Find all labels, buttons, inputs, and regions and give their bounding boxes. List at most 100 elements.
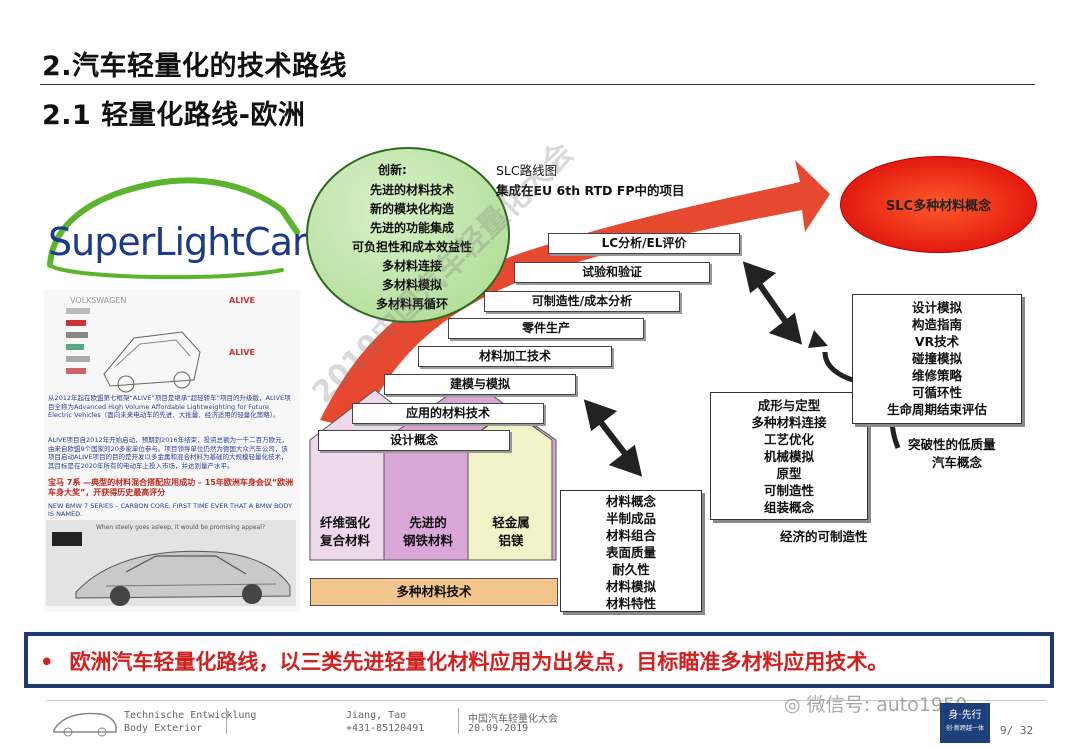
roadmap-arrow bbox=[320, 160, 830, 430]
box-item: 半制成品 bbox=[605, 511, 656, 526]
material-light-metal: 轻金属 铝镁 bbox=[478, 514, 544, 550]
footer-org-1: Technische Entwicklung bbox=[124, 710, 257, 721]
footer-separator bbox=[226, 708, 227, 734]
alive-timeline: ALIVE项目自2012年开始启动，预期到2016年结束，投资总额为一千二百万欧… bbox=[48, 436, 289, 470]
material-line: 复合材料 bbox=[319, 533, 370, 548]
box-item: 组装概念 bbox=[763, 500, 814, 515]
material-line: 铝镁 bbox=[498, 533, 524, 548]
footer-phone: +431-85120491 bbox=[346, 723, 425, 734]
car-logo-icon bbox=[53, 712, 117, 737]
alive-project-document: VOLKSWAGEN ALIVE ALIVE 从2012年起在欧盟第七框架“AL… bbox=[44, 290, 300, 612]
innovation-item: 可负担性和成本效益性 bbox=[351, 240, 472, 254]
box-item: 机械模拟 bbox=[763, 449, 814, 464]
summary-banner: • 欧洲汽车轻量化路线，以三类先进轻量化材料应用为出发点，目标瞄准多材料应用技术。 bbox=[24, 632, 1054, 688]
footer-author: Jiang, Tao bbox=[346, 710, 407, 721]
car-cutaway-icon bbox=[52, 532, 291, 606]
step-cost-analysis: 可制造性/成本分析 bbox=[484, 291, 680, 312]
car-body-icon bbox=[66, 308, 201, 393]
innovation-list: 先进的材料技术 新的模块化构造 先进的功能集成 可负担性和成本效益性 多材料连接… bbox=[332, 181, 492, 314]
bmw-subheading: NEW BMW 7 SERIES – CARBON CORE. FIRST TI… bbox=[48, 502, 293, 518]
footer-separator bbox=[458, 708, 459, 734]
summary-text-wrap: • 欧洲汽车轻量化路线，以三类先进轻量化材料应用为出发点，目标瞄准多材料应用技术。 bbox=[40, 646, 888, 676]
box-item: 生命周期结束评估 bbox=[886, 402, 987, 417]
box-item: VR技术 bbox=[914, 334, 960, 349]
box-item: 材料概念 bbox=[605, 494, 656, 509]
innovation-item: 多材料连接 bbox=[381, 259, 442, 273]
box-item: 构造指南 bbox=[911, 317, 962, 332]
material-line: 纤维强化 bbox=[319, 515, 370, 530]
wechat-watermark: ◎ 微信号: auto1950 bbox=[784, 690, 967, 717]
car-outline-icon bbox=[47, 177, 300, 280]
innovation-item: 多材料模拟 bbox=[381, 278, 442, 292]
label-breakthrough: 突破性的低质量 bbox=[908, 437, 996, 452]
label-economic-manufacturability: 经济的可制造性 bbox=[780, 529, 868, 544]
multi-material-bar: 多种材料技术 bbox=[310, 578, 558, 606]
bmw-heading: 宝马 7系 —典型的材料混合搭配应用成功 – 15年欧洲车身会议“欧洲车身大奖”… bbox=[48, 478, 294, 497]
box-item: 材料特性 bbox=[605, 596, 656, 611]
slc-roadmap-title: SLC路线图 bbox=[496, 163, 558, 178]
innovation-item: 先进的材料技术 bbox=[369, 183, 454, 197]
logo-wordmark: SuperLightCar bbox=[48, 220, 308, 264]
box-item: 设计模拟 bbox=[911, 300, 962, 315]
step-lc-analysis: LC分析/EL评价 bbox=[548, 233, 740, 254]
box-item: 原型 bbox=[776, 466, 802, 481]
alive-logo: ALIVE bbox=[229, 296, 255, 305]
title-divider bbox=[40, 84, 1035, 85]
step-design-concept: 设计概念 bbox=[318, 430, 510, 451]
step-testing: 试验和验证 bbox=[514, 262, 710, 283]
footer-org-2: Body Exterior bbox=[124, 723, 203, 734]
material-steel: 先进的 钢铁材料 bbox=[396, 514, 460, 550]
double-arrows bbox=[583, 261, 803, 477]
superlightcar-logo: SuperLightCar bbox=[42, 170, 308, 288]
bullet-icon: • bbox=[40, 650, 54, 674]
slide-title: 2.汽车轻量化的技术路线 bbox=[42, 51, 348, 82]
box-forming: 成形与定型 多种材料连接 工艺优化 机械模拟 原型 可制造性 组装概念 bbox=[710, 392, 868, 520]
footer-divider bbox=[46, 700, 1046, 701]
summary-text: 欧洲汽车轻量化路线，以三类先进轻量化材料应用为出发点，目标瞄准多材料应用技术。 bbox=[69, 650, 889, 674]
slc-goal-ellipse: SLC多种材料概念 bbox=[840, 156, 1037, 253]
step-part-production: 零件生产 bbox=[448, 318, 644, 339]
footer-event: 中国汽车轻量化大会 bbox=[468, 714, 558, 725]
step-modeling: 建模与模拟 bbox=[384, 374, 576, 395]
box-design: 设计模拟 构造指南 VR技术 碰撞模拟 维修策略 可循环性 生命周期结束评估 bbox=[852, 294, 1022, 424]
step-processing: 材料加工技术 bbox=[418, 346, 612, 367]
badge-line: 创·新跨越一体 bbox=[946, 725, 984, 732]
badge-line: 身·先行 bbox=[948, 710, 982, 721]
slc-goal-label: SLC多种材料概念 bbox=[885, 199, 992, 214]
page-number: 9/ 32 bbox=[1000, 724, 1034, 737]
box-item: 多种材料连接 bbox=[751, 415, 827, 430]
box-materials: 材料概念 半制成品 材料组合 表面质量 耐久性 材料模拟 材料特性 bbox=[560, 490, 702, 612]
box-item: 成形与定型 bbox=[757, 398, 821, 413]
innovation-title: 创新: bbox=[378, 163, 407, 177]
material-line: 钢铁材料 bbox=[402, 533, 453, 548]
step-applied-material: 应用的材料技术 bbox=[352, 403, 544, 424]
box-item: 维修策略 bbox=[911, 368, 962, 383]
wechat-icon: ◎ bbox=[784, 694, 801, 716]
slide-subtitle: 2.1 轻量化路线-欧洲 bbox=[42, 100, 306, 131]
material-line: 轻金属 bbox=[492, 515, 530, 530]
wechat-id: 微信号: auto1950 bbox=[806, 694, 968, 716]
box-item: 碰撞模拟 bbox=[911, 351, 962, 366]
box-item: 可制造性 bbox=[763, 483, 814, 498]
innovation-item: 新的模块化构造 bbox=[369, 202, 454, 216]
bmw-body-image: When steely goes asleep, it would be pro… bbox=[46, 520, 296, 606]
innovation-item: 多材料再循环 bbox=[375, 297, 448, 311]
box-item: 耐久性 bbox=[612, 562, 650, 577]
box-item: 工艺优化 bbox=[763, 432, 814, 447]
footer-date: 20.09.2019 bbox=[468, 723, 529, 734]
box-item: 材料模拟 bbox=[605, 579, 656, 594]
material-line: 先进的 bbox=[409, 515, 447, 530]
innovation-ellipse: 创新: 先进的材料技术 新的模块化构造 先进的功能集成 可负担性和成本效益性 多… bbox=[306, 147, 510, 323]
alive-description: 从2012年起在欧盟第七框架“ALIVE”项目是继承“超轻轿车”项目的升级版，A… bbox=[48, 394, 291, 419]
car-image-caption: When steely goes asleep, it would be pro… bbox=[96, 524, 266, 531]
label-vehicle-concept: 汽车概念 bbox=[932, 455, 983, 470]
partner-logos: VOLKSWAGEN bbox=[70, 296, 127, 305]
innovation-item: 先进的功能集成 bbox=[369, 221, 454, 235]
slc-roadmap-subtitle: 集成在EU 6th RTD FP中的项目 bbox=[496, 183, 685, 198]
event-badge: 身·先行 创·新跨越一体 bbox=[940, 703, 990, 743]
alive-logo-secondary: ALIVE bbox=[229, 348, 255, 357]
box-item: 表面质量 bbox=[605, 545, 656, 560]
box-item: 可循环性 bbox=[911, 385, 962, 400]
box-item: 材料组合 bbox=[605, 528, 656, 543]
material-composite: 纤维强化 复合材料 bbox=[312, 514, 378, 550]
